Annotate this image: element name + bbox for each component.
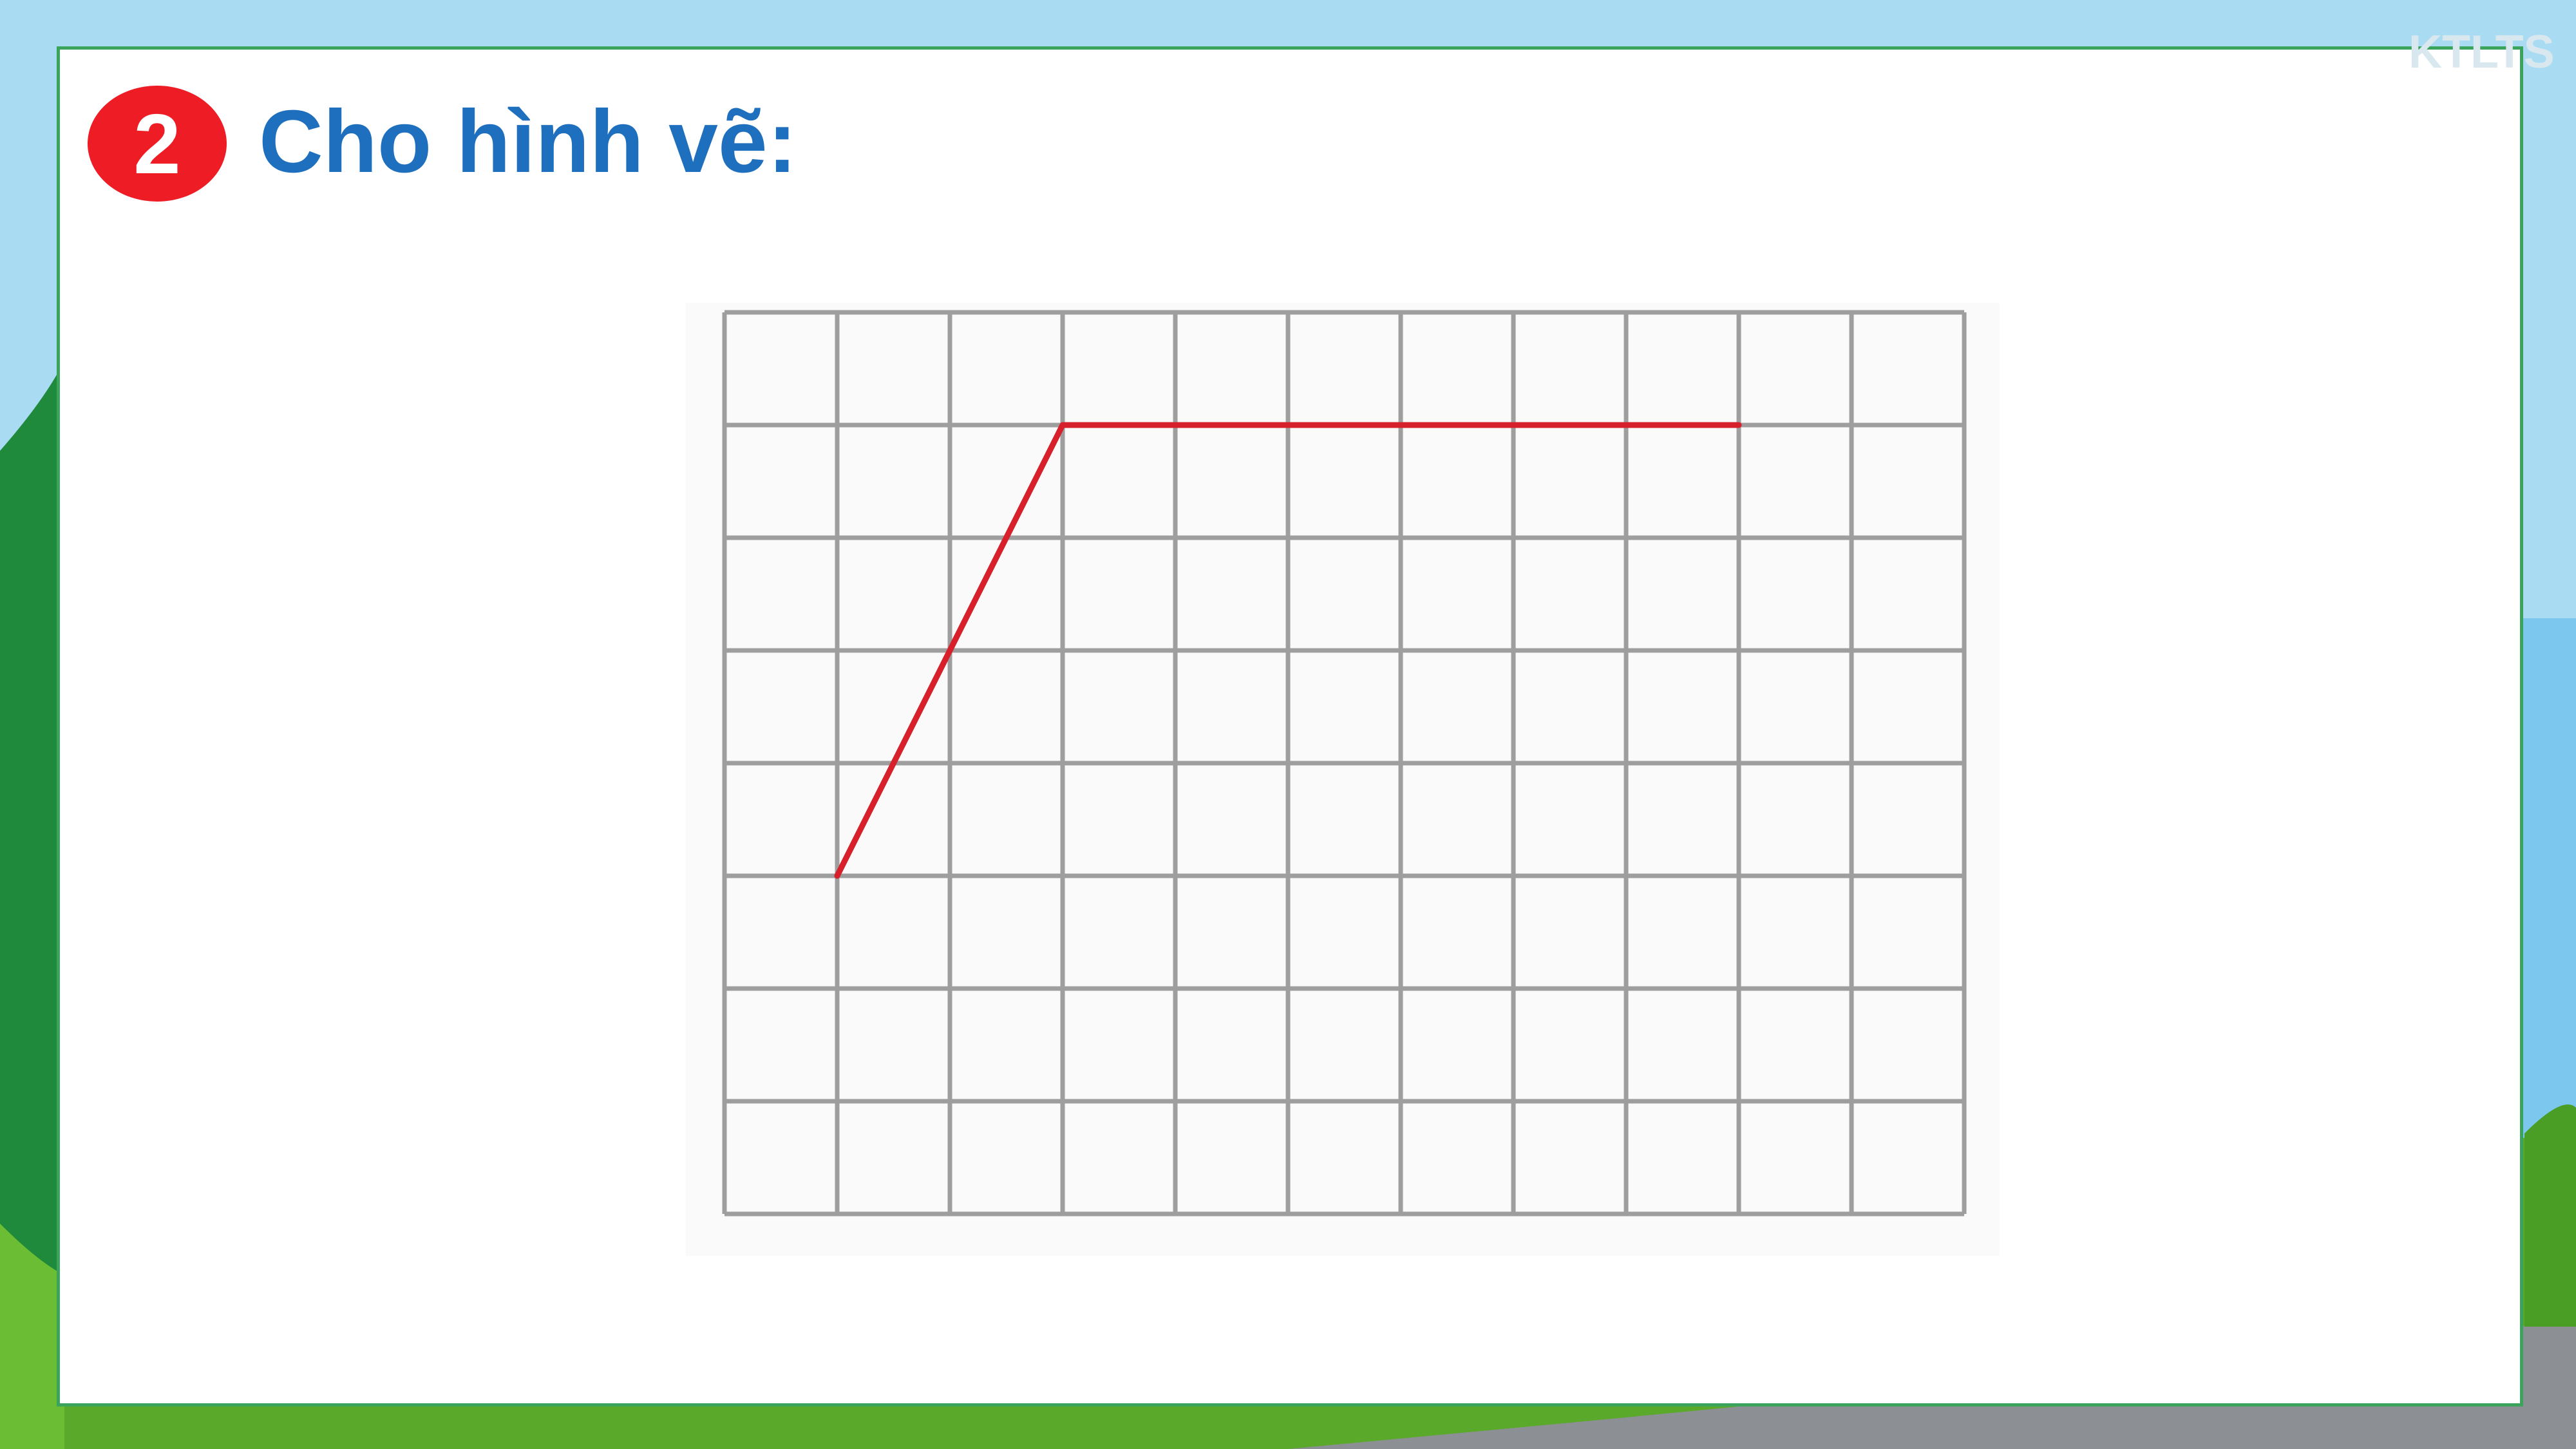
bush-right (2524, 1104, 2576, 1327)
road (1288, 1320, 2576, 1449)
question-number-badge: 2 (88, 86, 227, 202)
watermark: KTLTS (2409, 26, 2555, 78)
grid-diagram (686, 303, 2000, 1256)
grid-background (686, 303, 2000, 1256)
tree-left (0, 361, 64, 1288)
question-title: Cho hình vẽ: (259, 92, 797, 191)
grid-lines (722, 310, 1967, 1217)
grass-left (0, 1224, 64, 1449)
red-path (834, 422, 1742, 879)
